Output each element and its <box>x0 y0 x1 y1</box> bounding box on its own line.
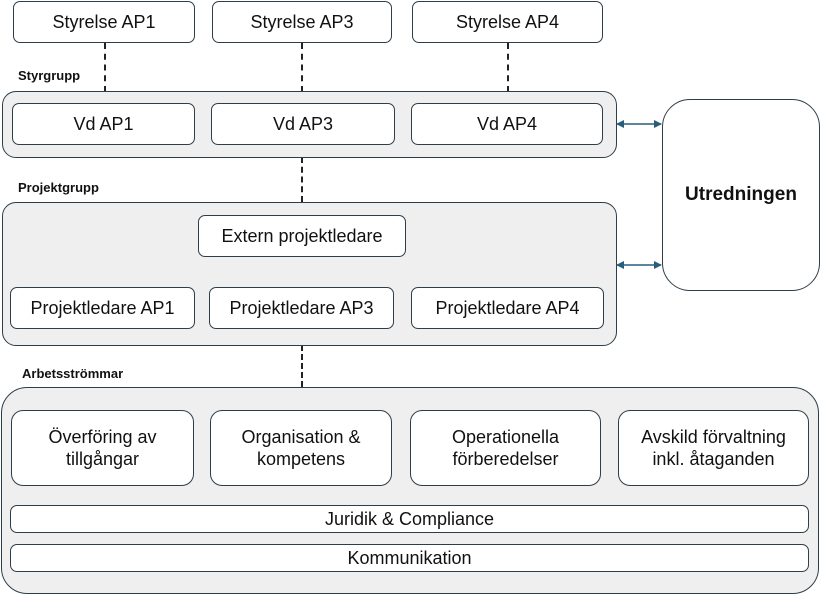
connector-steering-project <box>301 157 303 202</box>
legal-compliance-bar: Juridik & Compliance <box>10 505 809 533</box>
workstream-separate-management-line1: Avskild förvaltning <box>641 426 786 447</box>
board-ap3: Styrelse AP3 <box>212 1 392 43</box>
workstream-organisation: Organisation & kompetens <box>210 410 392 486</box>
inquiry-box: Utredningen <box>662 99 820 291</box>
connector-ap3-board <box>301 43 303 92</box>
steering-group-label: Styrgrupp <box>18 68 81 83</box>
workstream-separate-management: Avskild förvaltning inkl. åtaganden <box>618 410 809 486</box>
project-lead-ap3: Projektledare AP3 <box>209 287 394 329</box>
connector-ap1-board <box>104 43 106 92</box>
connector-ap4-board <box>507 43 509 92</box>
external-project-lead: Extern projektledare <box>198 215 406 257</box>
workstream-organisation-line2: kompetens <box>256 449 346 469</box>
ceo-ap1: Vd AP1 <box>12 103 195 145</box>
workstream-operational: Operationella förberedelser <box>410 410 601 486</box>
ceo-ap4: Vd AP4 <box>411 103 603 145</box>
workstreams-label: Arbetsströmmar <box>22 366 124 381</box>
project-lead-ap4: Projektledare AP4 <box>411 287 604 329</box>
workstream-asset-transfer-line1: Överföring av <box>48 426 157 447</box>
workstream-operational-line1: Operationella <box>451 426 560 447</box>
workstream-separate-management-line2: inkl. åtaganden <box>652 449 775 469</box>
board-ap4: Styrelse AP4 <box>412 1 603 43</box>
project-lead-ap1: Projektledare AP1 <box>10 287 195 329</box>
workstream-asset-transfer: Överföring av tillgångar <box>11 410 194 486</box>
connector-project-workstreams <box>301 345 303 387</box>
project-group-label: Projektgrupp <box>18 180 99 195</box>
workstream-asset-transfer-line2: tillgångar <box>65 449 140 469</box>
communication-bar: Kommunikation <box>10 544 809 572</box>
board-ap1: Styrelse AP1 <box>13 1 195 43</box>
ceo-ap3: Vd AP3 <box>211 103 395 145</box>
workstream-operational-line2: förberedelser <box>452 449 559 469</box>
workstream-organisation-line1: Organisation & <box>241 426 361 447</box>
